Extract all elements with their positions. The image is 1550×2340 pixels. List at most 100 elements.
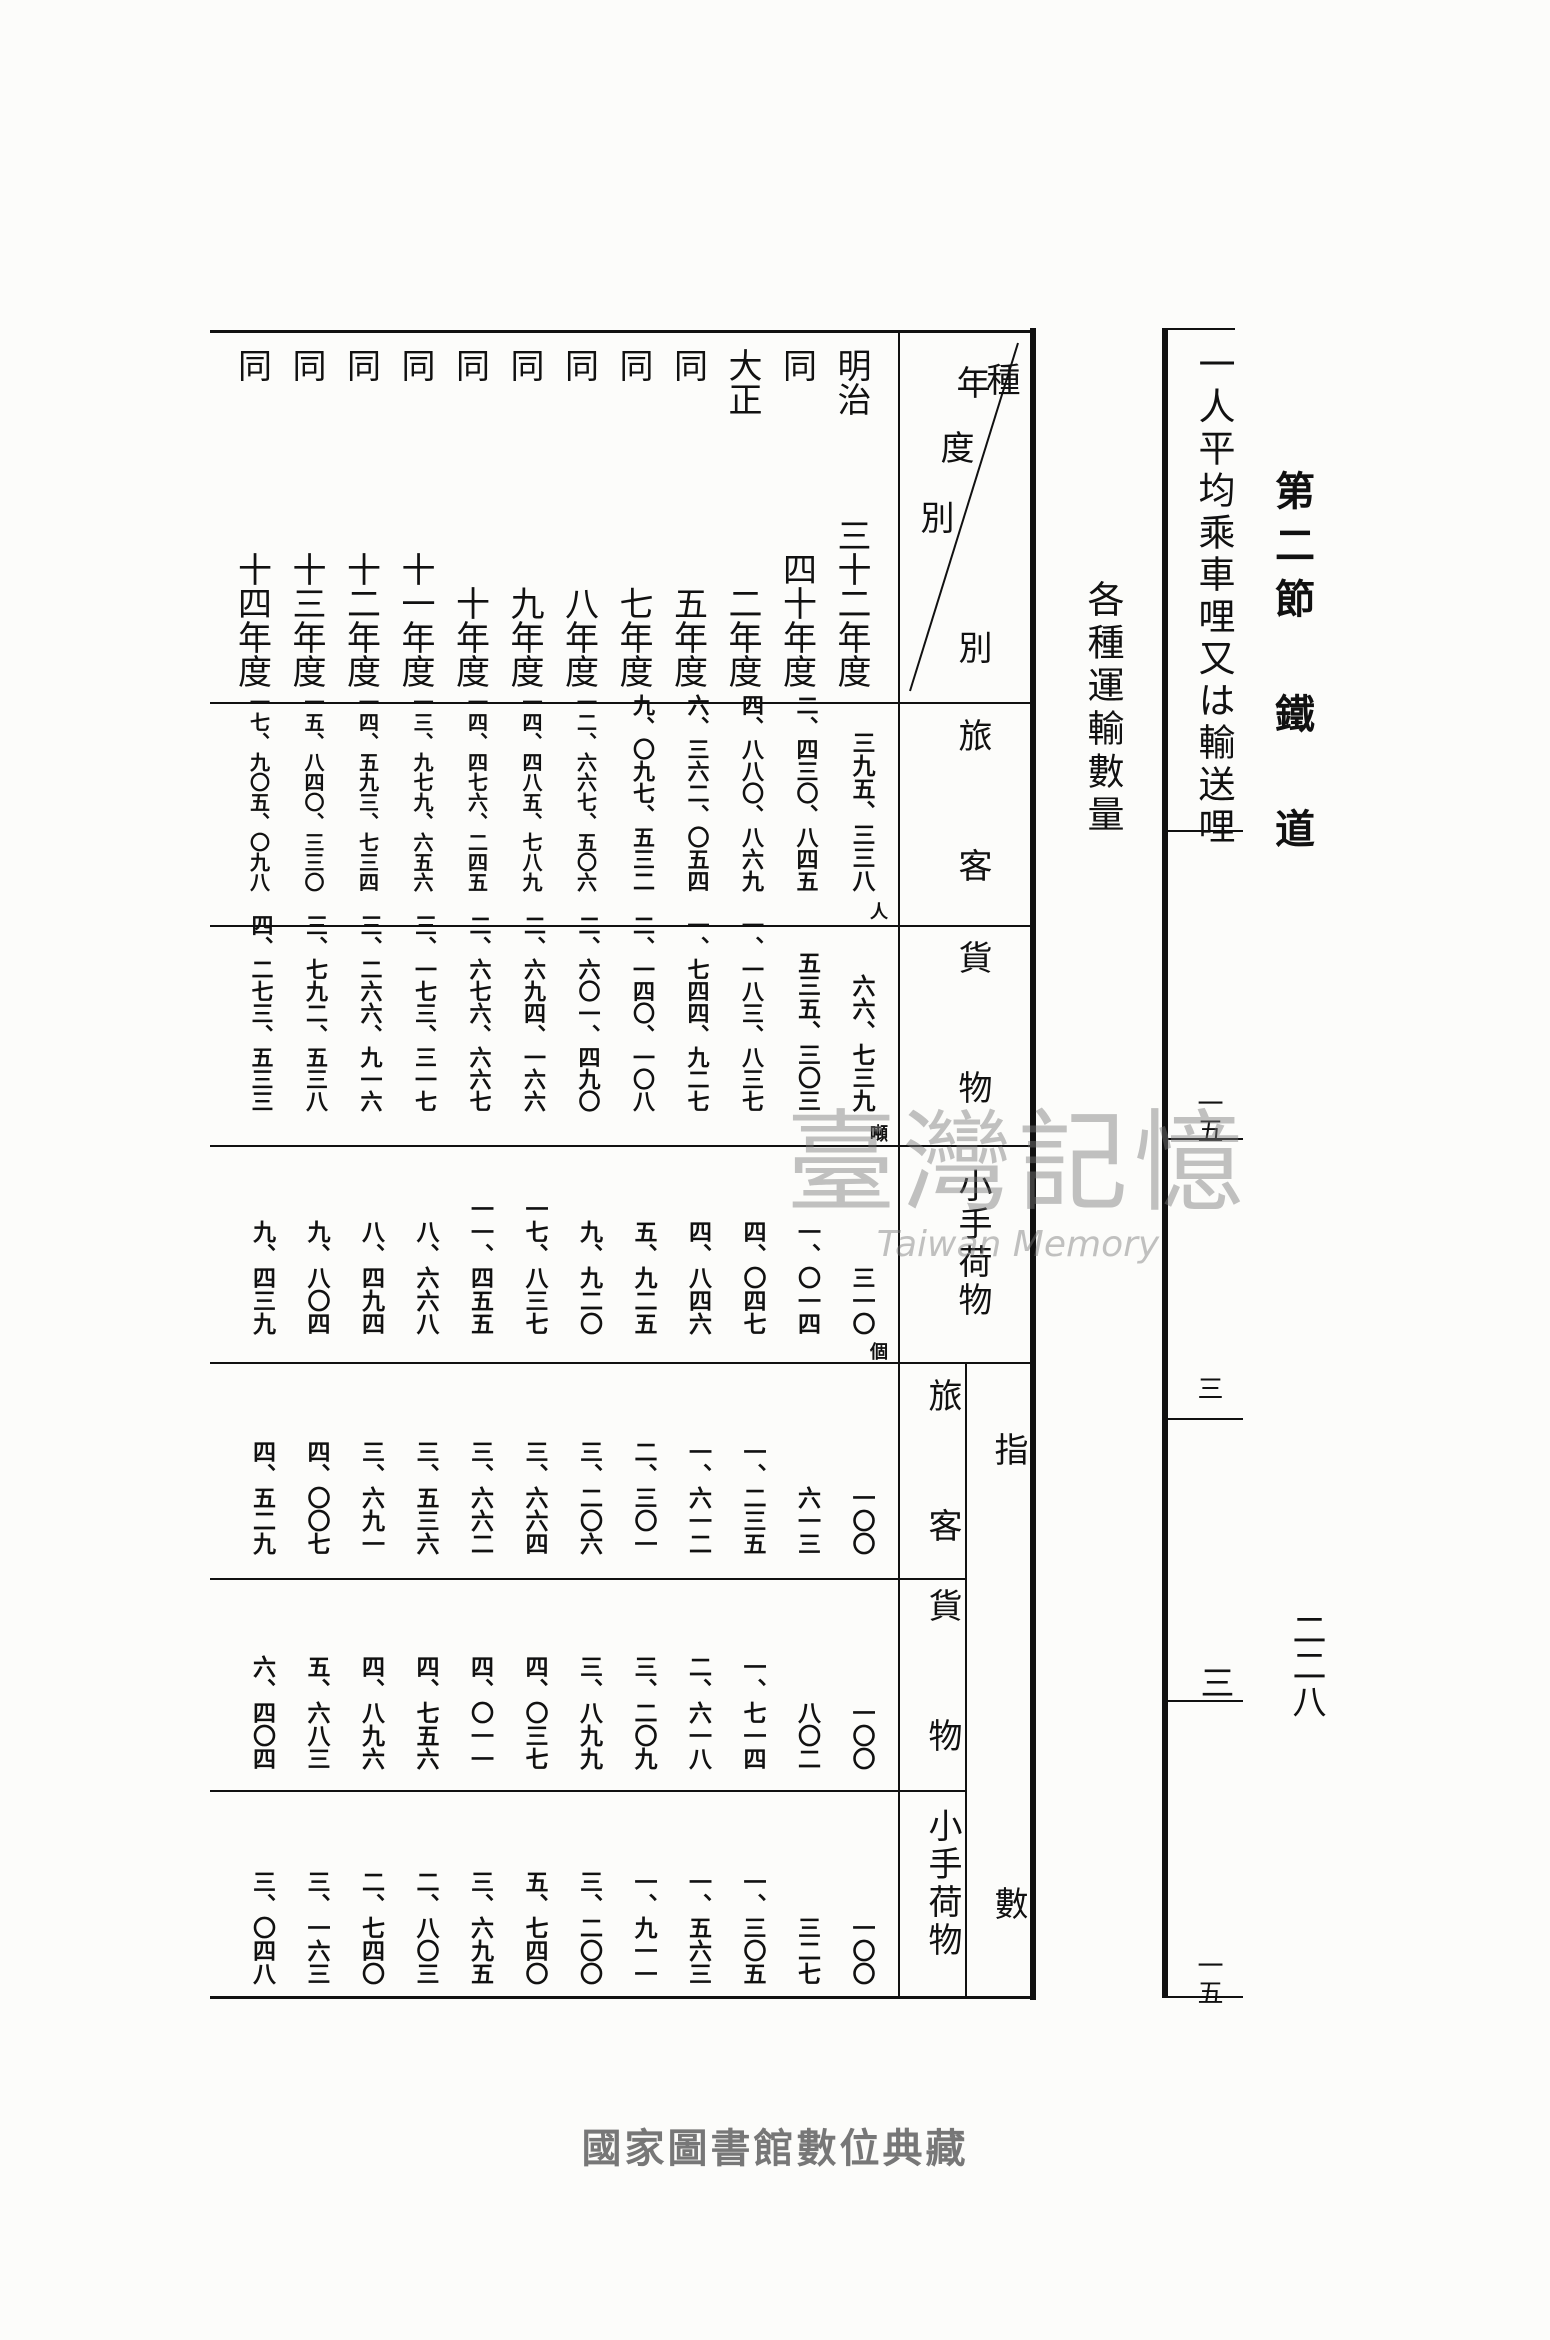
header-passengers: 旅客 — [952, 718, 992, 978]
cell-idx-parcels: 三二七 — [793, 1916, 821, 1985]
column-rule — [210, 1578, 967, 1580]
row-era: 同 — [449, 348, 490, 382]
average-table-rule — [1165, 830, 1243, 832]
cell-idx-parcels: 二、七四〇 — [357, 1870, 385, 1985]
section-title: 各種運輸數量 — [1081, 580, 1124, 838]
row-year: 四十年度 — [776, 552, 817, 688]
cell-idx-freight: 四、〇三七 — [521, 1655, 548, 1770]
table-row: 明治三十二年度 — [831, 348, 880, 688]
column-rule — [210, 1790, 967, 1792]
cell-idx-parcels: 一〇〇 — [848, 1916, 875, 1985]
corner-label: 度 — [934, 430, 974, 464]
average-value: 三 — [1194, 1665, 1234, 1700]
corner-diagonal — [909, 342, 1019, 692]
cell-idx-parcels: 一、九一一 — [630, 1870, 657, 1985]
cell-parcels: 八、六六八 — [412, 1220, 439, 1335]
cell-parcels: 九、八〇四 — [303, 1220, 330, 1335]
unit-passengers: 人 — [870, 902, 888, 923]
cell-freight: 二、六七六、六六七 — [465, 914, 492, 1112]
watermark-english: Taiwan Memory — [876, 1224, 1160, 1265]
cell-freight: 六六、七三九 — [848, 974, 875, 1112]
cell-passengers: 一二、六六七、五〇六 — [573, 692, 598, 892]
row-year: 八年度 — [558, 586, 599, 688]
row-era: 同 — [558, 348, 599, 382]
cell-freight: 一、七四四、九二七 — [683, 914, 710, 1112]
cell-passengers: 一四、四七六、二四五 — [464, 692, 489, 892]
corner-label: 年 — [950, 365, 990, 399]
cell-passengers: 一三、九七九、六五六 — [410, 692, 434, 892]
row-year: 十三年度 — [286, 552, 326, 688]
cell-parcels: 三一〇 — [848, 1266, 875, 1335]
cell-idx-freight: 五、六八三 — [303, 1655, 330, 1770]
cell-idx-freight: 四、七五六 — [412, 1655, 439, 1770]
row-era: 同 — [340, 348, 381, 382]
cell-idx-freight: 四、八九六 — [357, 1655, 385, 1770]
row-era: 同 — [231, 348, 272, 382]
cell-idx-passengers: 三、五三六 — [412, 1440, 439, 1555]
cell-passengers: 二、四三〇、八四五 — [792, 694, 819, 892]
cell-parcels: 九、九二〇 — [575, 1220, 603, 1335]
cell-idx-freight: 三、二〇九 — [630, 1655, 657, 1770]
row-era: 同 — [667, 348, 708, 382]
column-rule — [210, 925, 1030, 927]
header-parcels: 小手荷物 — [952, 1168, 992, 1320]
row-era: 同 — [776, 348, 817, 382]
corner-label: 種 — [980, 362, 1020, 396]
cell-idx-passengers: 六一三 — [793, 1486, 821, 1555]
average-table-rule — [1165, 1138, 1243, 1140]
cell-passengers: 一七、九〇五、〇九八 — [246, 692, 271, 892]
header-column-separator — [898, 330, 900, 1998]
table-row: 同十三年度 — [286, 348, 335, 688]
header-freight: 貨物 — [952, 940, 992, 1200]
header-index-group: 指數 — [988, 1432, 1028, 2340]
row-year: 十一年度 — [395, 552, 435, 688]
row-era: 同 — [613, 348, 653, 382]
cell-passengers: 一四、五九三、七三四 — [355, 692, 380, 892]
table-row: 同五年度 — [667, 348, 717, 688]
average-table-left-border — [1162, 328, 1168, 1998]
cell-parcels: 一一、四五五 — [466, 1197, 494, 1335]
row-year: 十年度 — [449, 586, 490, 688]
table-bottom-rule — [210, 1996, 1032, 1999]
corner-label: 別 — [914, 500, 954, 534]
cell-idx-parcels: 一、五六三 — [684, 1870, 712, 1985]
row-era: 同 — [395, 348, 435, 382]
average-value: 一五 — [1193, 1090, 1223, 1144]
average-table-title: 一人平均乘車哩又は輸送哩 — [1192, 345, 1235, 849]
table-right-border — [1030, 328, 1036, 2000]
unit-freight: 噸 — [870, 1124, 888, 1145]
row-year: 十四年度 — [231, 552, 272, 688]
table-row: 同四十年度 — [776, 348, 826, 688]
cell-parcels: 五、九二五 — [630, 1220, 657, 1335]
table-row: 同十一年度 — [395, 348, 444, 688]
cell-idx-parcels: 三、一六三 — [303, 1870, 330, 1985]
cell-idx-freight: 一〇〇 — [848, 1701, 875, 1770]
cell-idx-passengers: 四、〇〇七 — [303, 1440, 330, 1555]
cell-freight: 三、二六六、九一六 — [356, 914, 383, 1112]
table-row: 同八年度 — [558, 348, 608, 688]
cell-parcels: 一、〇一四 — [793, 1220, 821, 1335]
cell-idx-parcels: 一、三〇五 — [739, 1870, 766, 1985]
cell-freight: 四、二七三、五三三 — [247, 914, 274, 1112]
cell-freight: 二、六九四、一六六 — [520, 914, 546, 1112]
cell-idx-passengers: 一、六一二 — [684, 1440, 712, 1555]
header-index-freight: 貨物 — [922, 1588, 962, 1848]
table-top-rule — [210, 330, 1032, 333]
table-row: 大正二年度 — [722, 348, 771, 688]
cell-idx-freight: 六、四〇四 — [248, 1655, 276, 1770]
row-era: 明治 — [831, 348, 871, 416]
cell-passengers: 一五、八四〇、三三〇 — [301, 692, 325, 892]
column-rule — [210, 1362, 1030, 1364]
cell-passengers: 一四、四八五、七八九 — [519, 692, 543, 892]
cell-freight: 二、六〇一、四九〇 — [574, 914, 601, 1112]
section-header: 第二節 鐵 道 — [1268, 470, 1315, 862]
cell-passengers: 三九五、三三八 — [848, 731, 875, 892]
header-index-passengers: 旅客 — [922, 1378, 962, 1638]
page-number: 二二八 — [1286, 1612, 1326, 1720]
cell-parcels: 九、四三九 — [248, 1220, 276, 1335]
cell-parcels: 八、四九四 — [357, 1220, 385, 1335]
column-rule — [210, 1145, 1030, 1147]
corner-label: 別 — [952, 630, 992, 664]
cell-idx-passengers: 一〇〇 — [848, 1486, 875, 1555]
column-rule — [210, 702, 1030, 704]
